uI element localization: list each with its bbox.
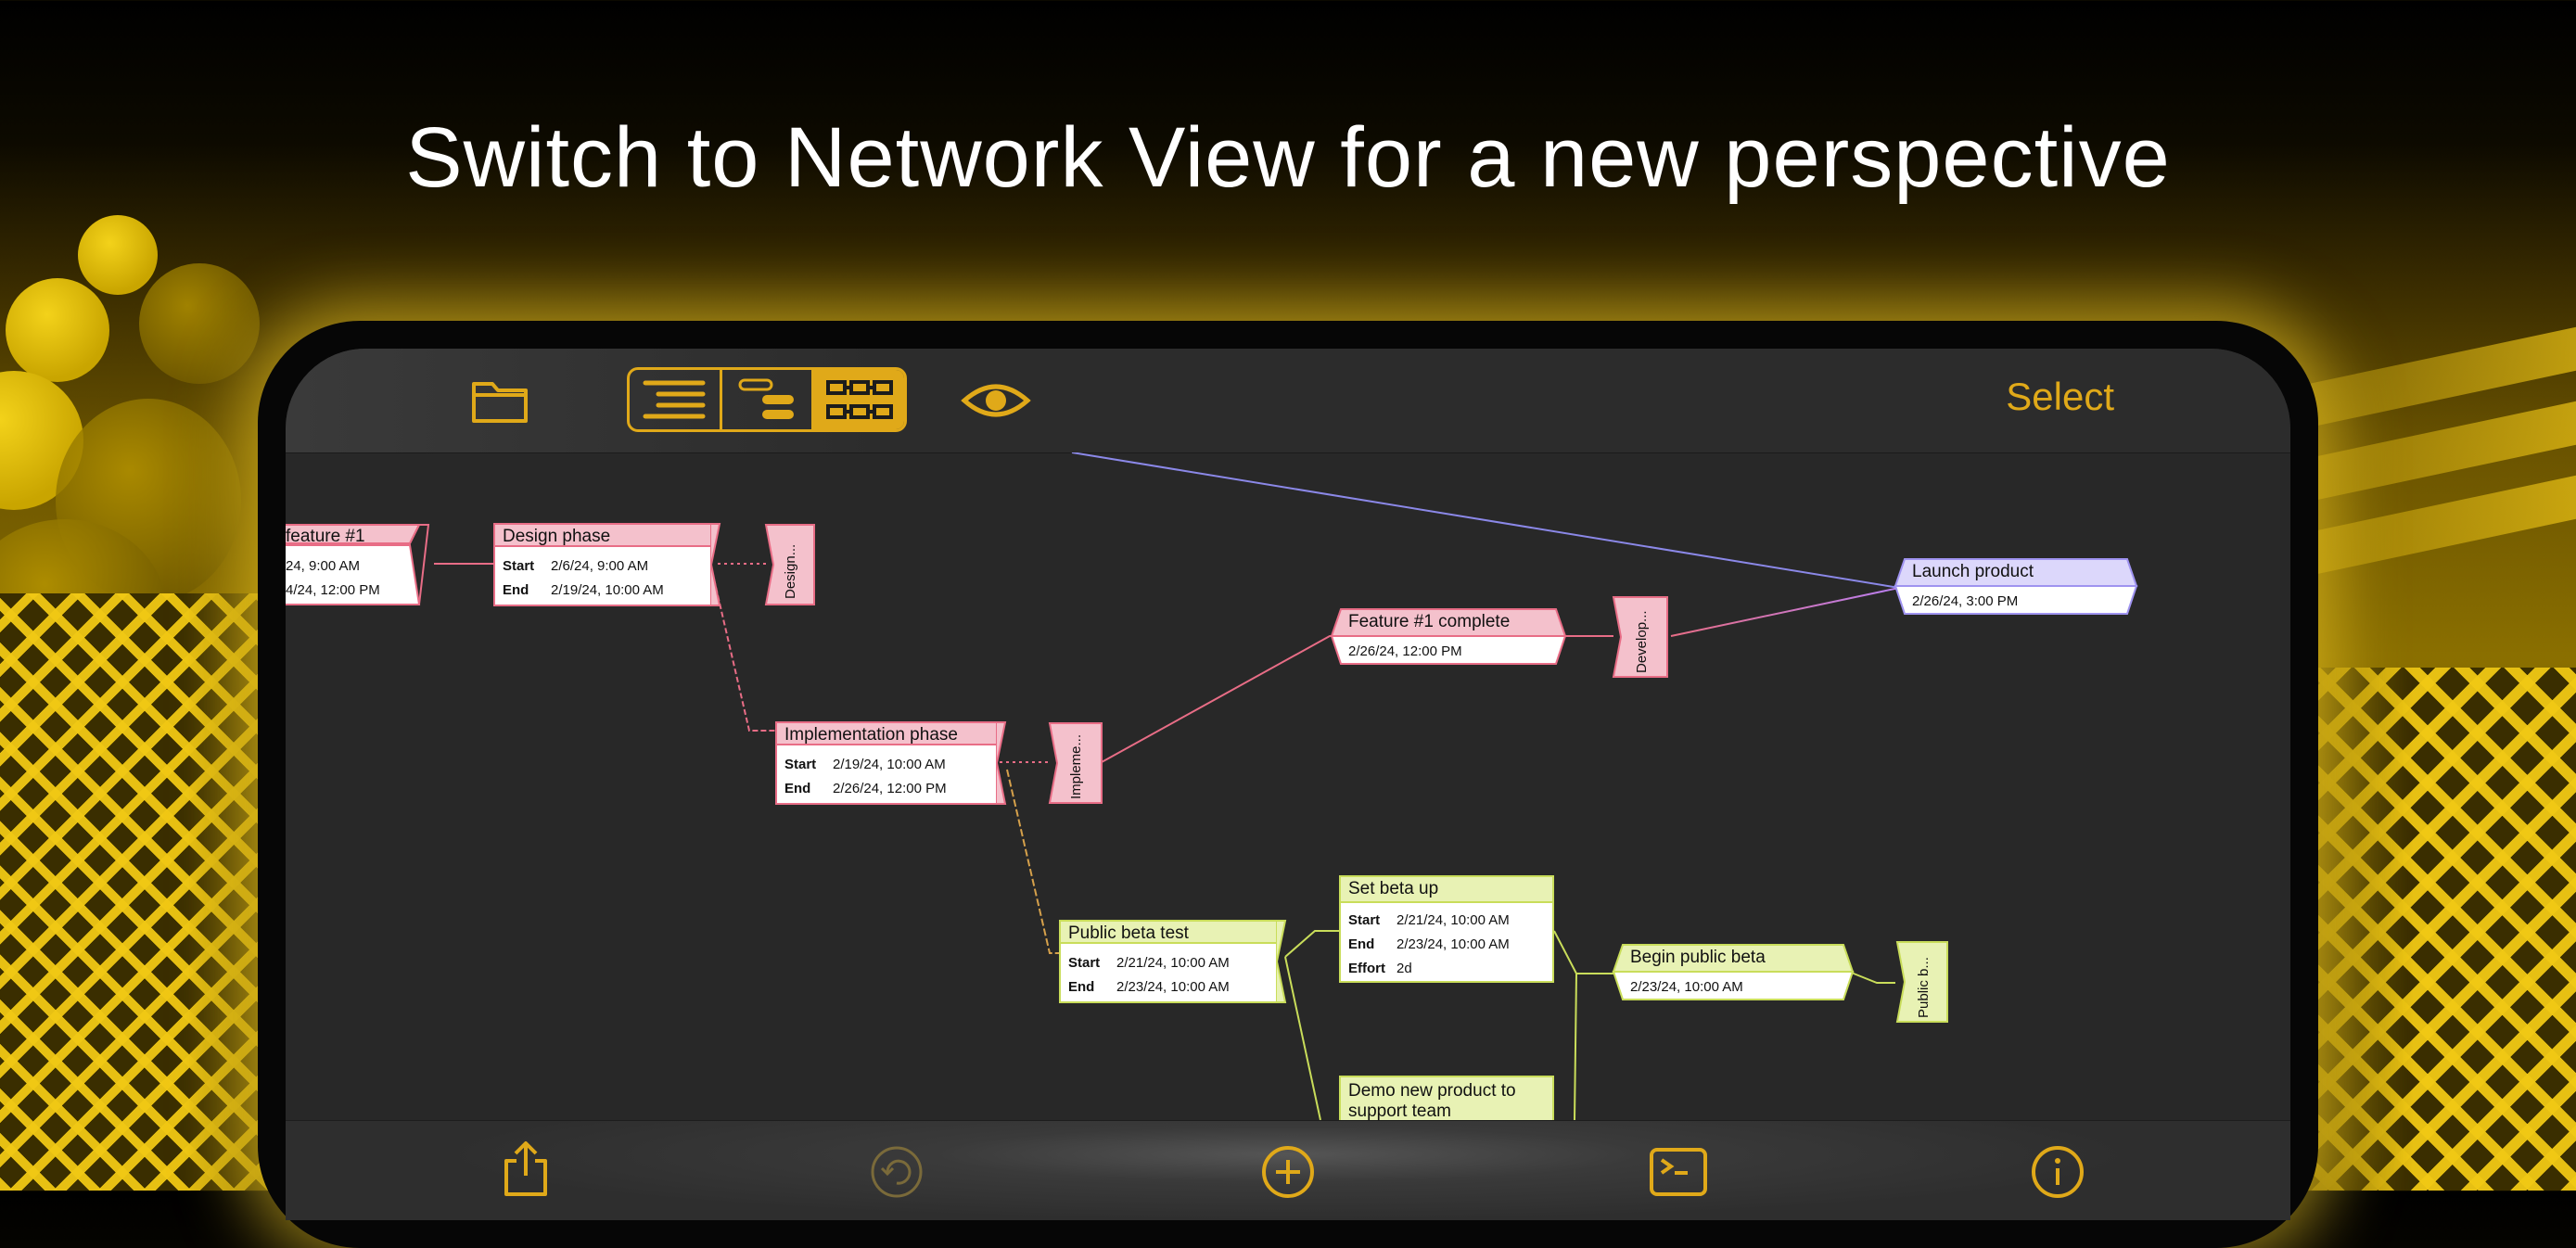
node-title: Begin public beta xyxy=(1630,948,1766,967)
dependency-line xyxy=(1848,971,1895,984)
milestone-node-feature-1-complete[interactable]: Feature #1 complete 2/26/24, 12:00 PM xyxy=(1330,608,1567,666)
terminal-icon xyxy=(1650,1148,1707,1196)
marker-label: Public b... xyxy=(1916,957,1932,1018)
milestone-node-begin-public-beta[interactable]: Begin public beta 2/23/24, 10:00 AM xyxy=(1612,944,1855,1001)
node-title: Public beta test xyxy=(1068,923,1189,943)
deco-bubble xyxy=(6,278,109,382)
top-toolbar: Select xyxy=(286,349,2290,453)
undo-button[interactable] xyxy=(864,1140,929,1204)
dependency-line xyxy=(1284,930,1339,958)
deco-bubble xyxy=(78,215,158,295)
visibility-button[interactable] xyxy=(959,375,1033,427)
add-icon xyxy=(1262,1146,1314,1198)
node-end-value: 4/24, 12:00 PM xyxy=(286,582,380,598)
view-mode-switcher xyxy=(627,367,907,432)
add-button[interactable] xyxy=(1256,1140,1320,1204)
folder-button[interactable] xyxy=(465,373,534,428)
network-view-button[interactable] xyxy=(814,370,904,429)
network-view-icon xyxy=(825,380,893,419)
dependency-line xyxy=(1071,452,1900,589)
node-start-value: 24, 9:00 AM xyxy=(286,558,361,574)
marker-label: Impleme... xyxy=(1068,733,1084,799)
dependency-line xyxy=(1553,930,1613,974)
milestone-node-launch-product[interactable]: Launch product 2/26/24, 3:00 PM xyxy=(1894,558,2138,616)
gantt-view-button[interactable] xyxy=(722,370,815,429)
info-button[interactable] xyxy=(2025,1140,2090,1204)
bottom-toolbar xyxy=(286,1120,2290,1220)
milestone-marker-design[interactable]: Design... xyxy=(764,523,816,606)
network-canvas[interactable]: feature #1 24, 9:00 AM 4/24, 12:00 PM De… xyxy=(286,452,2290,1131)
milestone-marker-implementation[interactable]: Impleme... xyxy=(1048,721,1103,805)
node-date-value: 2/23/24, 10:00 AM xyxy=(1630,979,1743,995)
terminal-button[interactable] xyxy=(1643,1140,1714,1204)
dependency-line xyxy=(711,570,777,732)
outline-view-icon xyxy=(643,380,706,419)
dependency-line xyxy=(1284,956,1321,1120)
gantt-view-icon xyxy=(738,378,794,419)
share-button[interactable] xyxy=(493,1136,558,1201)
node-title: Design phase xyxy=(503,527,611,546)
marker-label: Develop... xyxy=(1634,610,1650,673)
node-title: Feature #1 complete xyxy=(1348,612,1511,631)
dependency-line xyxy=(1006,769,1061,954)
folder-icon xyxy=(472,382,528,423)
task-node-feature-1[interactable]: feature #1 24, 9:00 AM 4/24, 12:00 PM xyxy=(286,523,434,606)
headline: Switch to Network View for a new perspec… xyxy=(405,110,2171,205)
marker-label: Design... xyxy=(783,543,798,599)
node-title-line-2: support team xyxy=(1348,1102,1451,1121)
deco-bubble xyxy=(139,263,260,384)
info-icon xyxy=(2032,1146,2084,1198)
node-title: feature #1 xyxy=(286,527,365,546)
deco-mesh-right xyxy=(2279,668,2576,1191)
select-button[interactable]: Select xyxy=(2006,375,2114,418)
node-date-value: 2/26/24, 12:00 PM xyxy=(1348,643,1462,659)
node-date-value: 2/26/24, 3:00 PM xyxy=(1912,593,2019,609)
milestone-marker-public-beta[interactable]: Public b... xyxy=(1895,940,1951,1024)
undo-icon xyxy=(871,1146,923,1198)
milestone-marker-develop[interactable]: Develop... xyxy=(1612,595,1671,679)
app-screen: Select xyxy=(286,349,2290,1220)
node-title-line-1: Demo new product to xyxy=(1348,1081,1516,1101)
node-title: Launch product xyxy=(1912,562,2034,581)
node-title: Set beta up xyxy=(1348,879,1439,898)
dependency-line xyxy=(1670,587,1900,637)
dependency-line xyxy=(1574,973,1577,1120)
outline-view-button[interactable] xyxy=(630,370,722,429)
share-icon xyxy=(504,1141,547,1196)
tablet-frame: Select xyxy=(258,321,2318,1248)
eye-icon xyxy=(961,384,1031,417)
node-title: Implementation phase xyxy=(784,725,958,745)
dependency-line xyxy=(1101,635,1335,763)
